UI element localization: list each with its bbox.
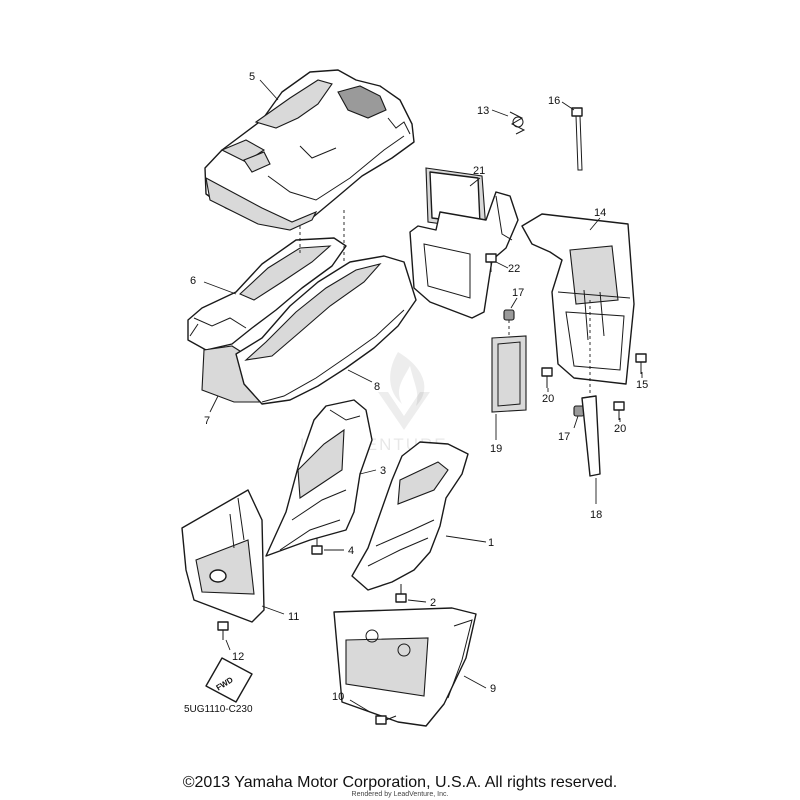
callout-16: 16	[548, 95, 560, 107]
callout-17-lower: 17	[558, 431, 570, 443]
part-11-front-bracket	[181, 489, 285, 623]
part-16-cable-tie	[561, 101, 583, 171]
callout-8: 8	[374, 381, 380, 393]
part-4-bolt	[311, 538, 344, 555]
callout-9: 9	[490, 683, 496, 695]
part-3-left-side-panel	[265, 399, 377, 557]
callout-3: 3	[380, 465, 386, 477]
rendered-by-notice: Rendered by LeadVenture, Inc.	[351, 791, 449, 798]
part-22-bolt	[485, 253, 509, 272]
part-15-bolt	[635, 353, 647, 378]
callout-17-upper: 17	[512, 287, 524, 299]
callout-15: 15	[636, 379, 648, 391]
part-12-bolt	[217, 621, 231, 651]
callout-19: 19	[490, 443, 502, 455]
callout-5: 5	[249, 71, 255, 83]
part-18-rod	[581, 395, 601, 504]
callout-2: 2	[430, 597, 436, 609]
callout-11: 11	[288, 611, 299, 623]
part-2-bolt	[395, 584, 427, 603]
part-10-bolt	[349, 699, 397, 725]
fwd-arrow: FWD	[205, 657, 253, 703]
callout-14: 14	[594, 207, 606, 219]
callout-7: 7	[204, 415, 210, 427]
copyright-notice: ©2013 Yamaha Motor Corporation, U.S.A. A…	[182, 774, 618, 791]
callout-13: 13	[477, 105, 489, 117]
part-8-seat-pad	[235, 255, 417, 405]
part-1-right-side-panel	[351, 441, 487, 591]
part-19-plate	[491, 320, 527, 440]
part-17-grommet-upper	[503, 297, 518, 321]
part-6-seat-base	[187, 237, 347, 351]
part-panel-rear-left	[409, 191, 519, 319]
part-20-bolt-left	[541, 367, 553, 392]
part-13-clip	[491, 109, 526, 135]
part-20-bolt-right	[613, 401, 625, 422]
part-14-rear-bracket	[521, 213, 635, 400]
drawing-code: 5UG1110-C230	[184, 704, 253, 715]
callout-18: 18	[590, 509, 602, 521]
callout-4: 4	[348, 545, 354, 557]
callout-20-left: 20	[542, 393, 554, 405]
callout-labels: 1 2 3 4 5 6 7 8 9 10 11 12 13 14 15 16 1…	[190, 71, 648, 703]
part-5-seat-cover	[204, 69, 415, 231]
callout-10: 10	[332, 691, 344, 703]
callout-12: 12	[232, 651, 244, 663]
callout-6: 6	[190, 275, 196, 287]
callout-21: 21	[473, 165, 485, 177]
callout-1: 1	[488, 537, 494, 549]
callout-22: 22	[508, 263, 520, 275]
callout-20-right: 20	[614, 423, 626, 435]
part-9-lower-panel	[333, 607, 487, 727]
